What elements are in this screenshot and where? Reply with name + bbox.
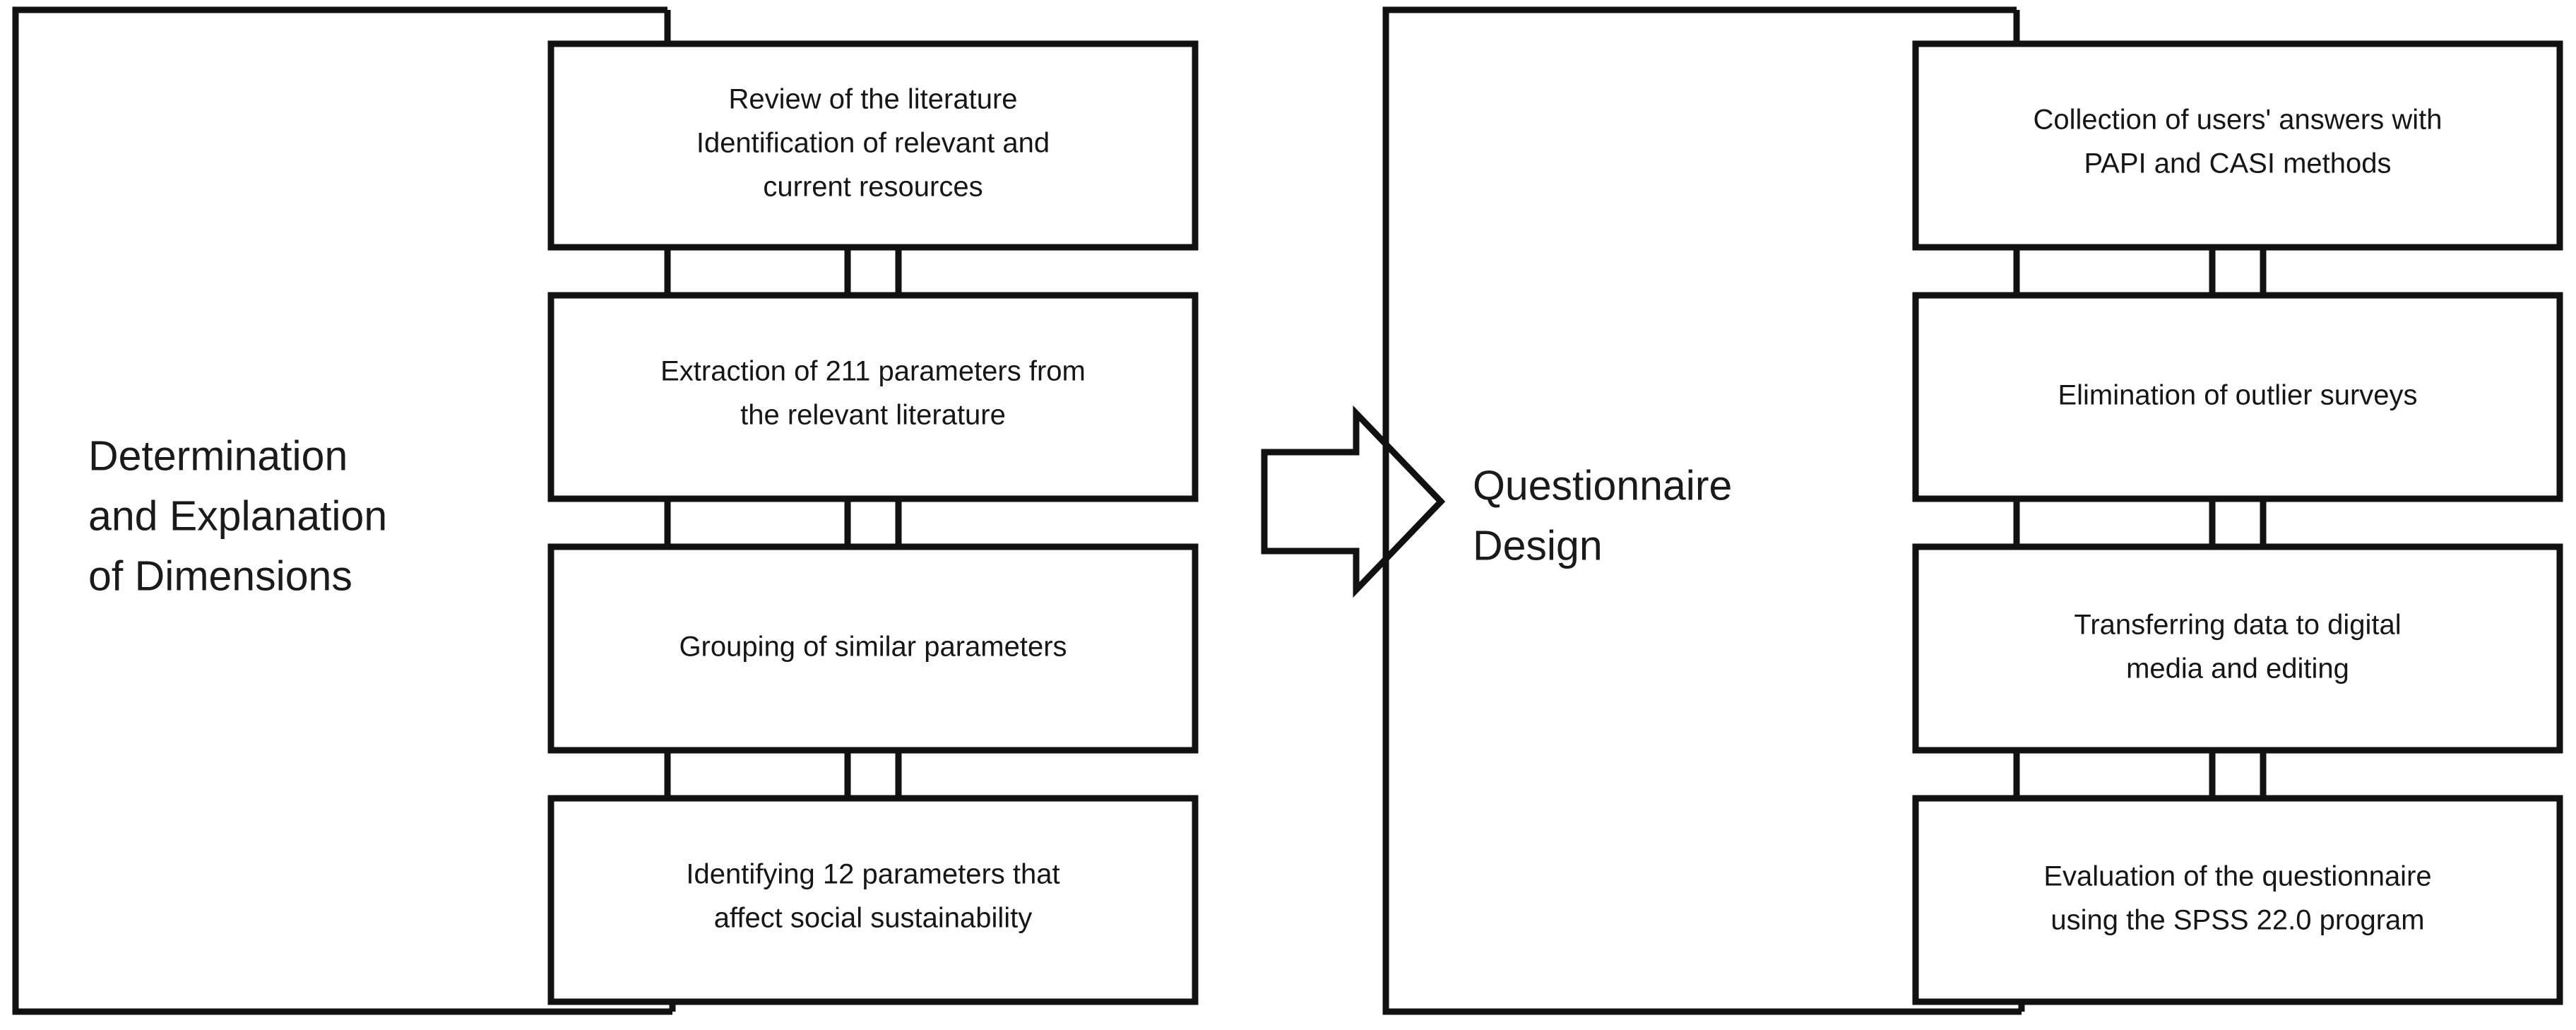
step-box-l1-line-3: current resources [763, 172, 983, 203]
step-box-r2[interactable]: Elimination of outlier surveys [1912, 292, 2563, 502]
stage-transition-arrow [1261, 405, 1446, 598]
step-box-r3-rect[interactable] [1912, 543, 2563, 754]
step-box-l2-line-2: the relevant literature [740, 400, 1006, 431]
step-box-r3[interactable]: Transferring data to digital media and e… [1912, 543, 2563, 754]
step-box-r4-line-1: Evaluation of the questionnaire [2043, 861, 2431, 892]
step-box-r3-line-1: Transferring data to digital [2074, 610, 2401, 641]
panel-left-label-line-3: of Dimensions [88, 553, 352, 600]
panel-right-label-line-1: Questionnaire [1473, 463, 1732, 509]
step-box-l4[interactable]: Identifying 12 parameters that affect so… [547, 795, 1199, 1005]
step-box-l3[interactable]: Grouping of similar parameters [547, 543, 1199, 754]
step-box-l2[interactable]: Extraction of 211 parameters from the re… [547, 292, 1199, 502]
step-box-l1[interactable]: Review of the literature Identification … [547, 40, 1199, 251]
step-box-l1-line-1: Review of the literature [728, 84, 1017, 115]
step-box-r4[interactable]: Evaluation of the questionnaire using th… [1912, 795, 2563, 1005]
step-box-r1-line-1: Collection of users' answers with [2034, 105, 2443, 136]
step-box-r4-line-2: using the SPSS 22.0 program [2050, 905, 2424, 936]
panel-right-label: Questionnaire Design [1473, 463, 1732, 569]
step-box-r2-line-1: Elimination of outlier surveys [2058, 380, 2417, 411]
step-box-l4-line-1: Identifying 12 parameters that [686, 859, 1060, 890]
step-box-l1-line-2: Identification of relevant and [696, 128, 1050, 159]
step-box-r1-rect[interactable] [1912, 40, 2563, 251]
panel-right-label-line-2: Design [1473, 523, 1603, 569]
step-box-r4-rect[interactable] [1912, 795, 2563, 1005]
step-box-l2-rect[interactable] [547, 292, 1199, 502]
step-box-r1-line-2: PAPI and CASI methods [2084, 148, 2391, 179]
step-box-l3-line-1: Grouping of similar parameters [679, 632, 1067, 663]
panel-left-label-line-2: and Explanation [88, 493, 387, 540]
panel-left-label: Determination and Explanation of Dimensi… [88, 433, 387, 600]
step-box-r3-line-2: media and editing [2126, 653, 2349, 685]
step-box-l1-rect[interactable] [547, 40, 1199, 251]
panel-left-outline [12, 6, 672, 1015]
step-box-l2-line-1: Extraction of 211 parameters from [660, 356, 1086, 387]
step-box-l4-rect[interactable] [547, 795, 1199, 1005]
panel-left-label-line-1: Determination [88, 433, 348, 480]
step-box-l3-rect[interactable] [547, 543, 1199, 754]
panel-right-outline [1382, 6, 2022, 1015]
step-box-l4-line-2: affect social sustainability [714, 903, 1033, 934]
step-box-r1[interactable]: Collection of users' answers with PAPI a… [1912, 40, 2563, 251]
right-arrow-icon [1261, 405, 1446, 598]
